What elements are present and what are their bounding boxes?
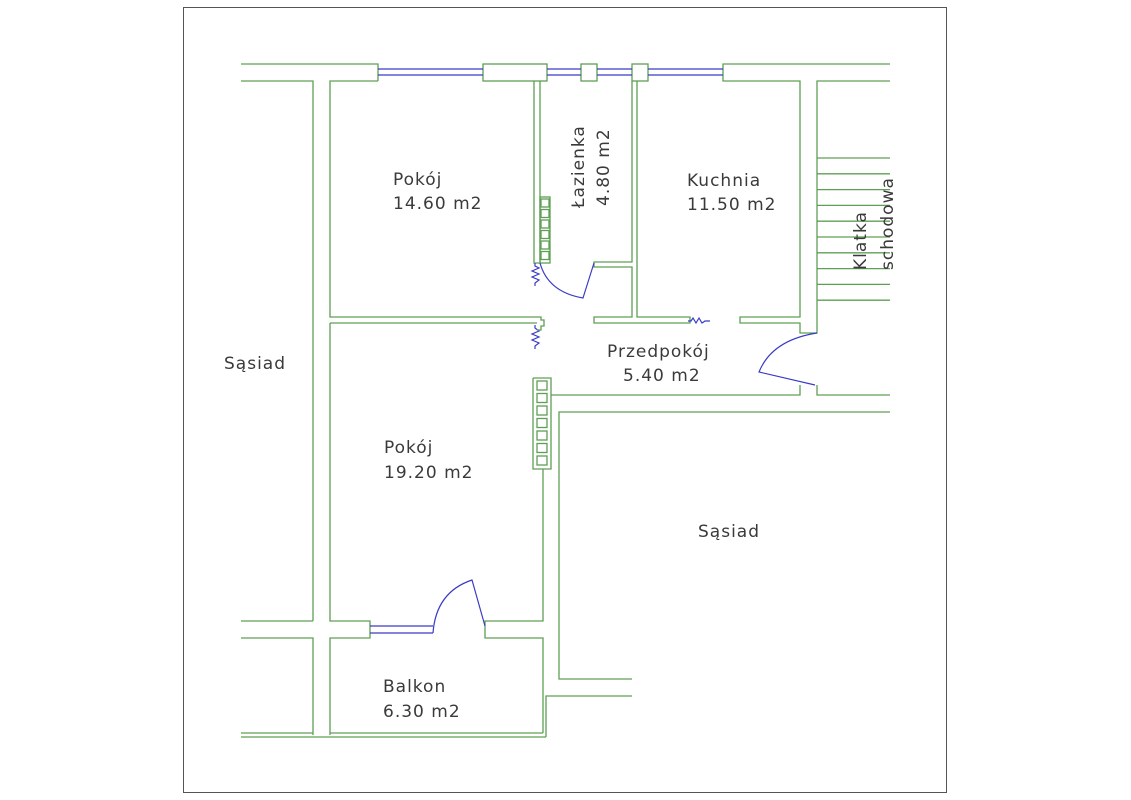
radiator-fin <box>540 229 550 240</box>
radiator-fin <box>536 380 548 391</box>
bathroom-door-icon <box>539 262 595 299</box>
heaters <box>530 263 710 349</box>
radiator-fin <box>540 198 550 208</box>
stairs <box>817 157 890 301</box>
staircase-label-line1: Klatka <box>851 211 871 270</box>
radiator-fin <box>536 455 548 466</box>
radiators <box>536 196 551 466</box>
walls <box>241 63 890 738</box>
radiator-fin <box>536 392 548 404</box>
heater-icon <box>688 316 710 325</box>
neighbour-label-left: Sąsiad <box>224 354 286 374</box>
doors <box>432 262 818 634</box>
room-name-lazienka: Łazienka <box>569 125 589 209</box>
room-name-przedpokoj: Przedpokój <box>607 342 710 362</box>
radiator-fin <box>536 405 548 416</box>
room-name-pokoj-1: Pokój <box>393 170 442 190</box>
radiator-fin <box>536 417 548 429</box>
room-name-pokoj-2: Pokój <box>384 438 433 458</box>
staircase-label-line2: schodowa <box>878 177 898 270</box>
heater-icon <box>530 325 541 349</box>
radiator-fin <box>540 208 550 219</box>
room-name-balkon: Balkon <box>383 677 446 697</box>
room-area-pokoj-2: 19.20 m2 <box>384 463 473 483</box>
drawing-frame <box>183 7 947 793</box>
room-area-pokoj-1: 14.60 m2 <box>393 194 482 214</box>
room-area-lazienka: 4.80 m2 <box>594 128 614 206</box>
balcony-door-icon <box>432 579 486 634</box>
windows <box>370 68 723 634</box>
radiator-fin <box>540 250 550 261</box>
room-name-kuchnia: Kuchnia <box>687 171 761 191</box>
entrance-door-icon <box>758 332 818 386</box>
labels: Pokój 14.60 m2 Łazienka 4.80 m2 Kuchnia … <box>224 125 898 722</box>
neighbour-label-right: Sąsiad <box>698 522 760 542</box>
radiator-fin <box>540 240 550 250</box>
room-area-balkon: 6.30 m2 <box>383 702 461 722</box>
heater-icon <box>530 263 541 286</box>
radiator-fin <box>536 442 548 454</box>
room-area-przedpokoj: 5.40 m2 <box>623 366 701 386</box>
radiator-fin <box>536 430 548 441</box>
radiator-fin <box>540 219 550 229</box>
room-area-kuchnia: 11.50 m2 <box>687 195 776 215</box>
